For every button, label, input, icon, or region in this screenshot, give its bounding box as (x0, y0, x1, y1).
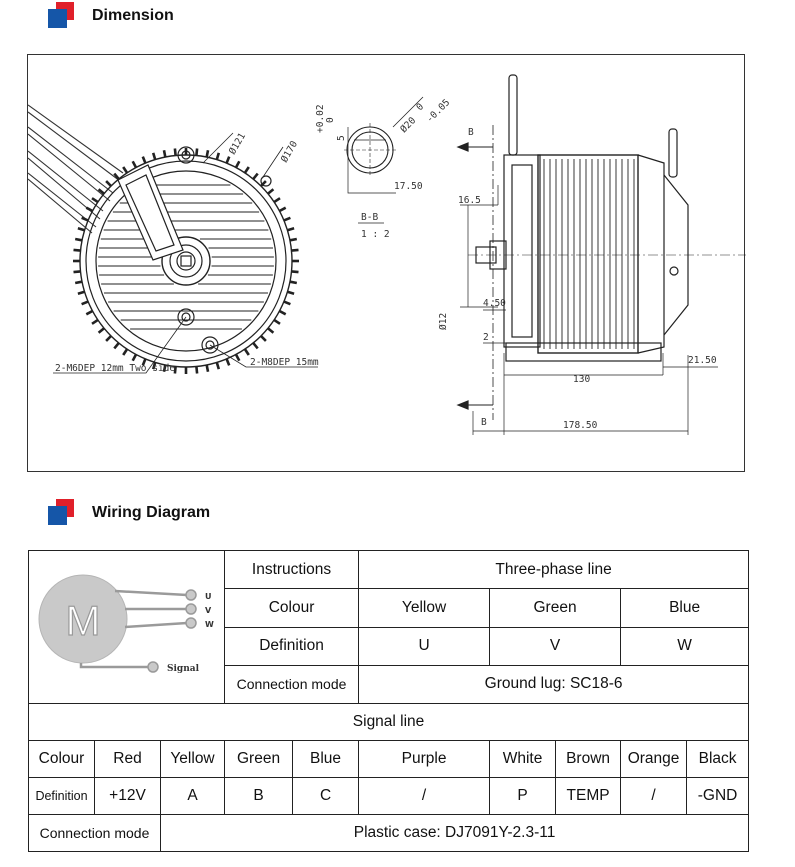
dim-16-5-label: 16.5 (458, 195, 481, 206)
section-marker-bottom: B (481, 417, 487, 428)
wiring-title: Wiring Diagram (92, 504, 211, 521)
diameter-121-label: Ø121 (227, 131, 248, 157)
diameter-170-label: Ø170 (279, 139, 300, 165)
signal-definition-row: Definition +12V A B C / P TEMP / -GND (28, 777, 750, 815)
section-b-b-label: B-B (361, 212, 378, 223)
dim-4-50-label: 4.50 (483, 298, 506, 309)
phase-colour-green: Green (489, 588, 622, 628)
key-width-label: 5 (336, 135, 347, 141)
phase-definition-v: V (489, 626, 622, 666)
dim-130-label: 130 (573, 374, 590, 385)
signal-definition-green: B (224, 777, 294, 815)
side-view (456, 74, 746, 435)
hole-m6-label: 2-M6DEP 12mm Two side (55, 363, 175, 374)
phase-colour-blue: Blue (620, 588, 750, 628)
colour-label: Colour (224, 588, 360, 628)
three-phase-connection-row: Connection mode Ground lug: SC18-6 (29, 664, 750, 705)
motor-letter: M (66, 597, 101, 644)
plastic-case-value: Plastic case: DJ7091Y-2.3-11 (159, 814, 750, 852)
flat-depth-label: 17.50 (394, 181, 423, 192)
tolerance-lower-label: 0 (325, 117, 336, 123)
phase-v-label: V (205, 606, 212, 615)
signal-colour-red: Red (94, 740, 161, 778)
signal-colour-green: Green (224, 740, 294, 778)
shaft-section-view (344, 96, 424, 224)
wiring-header: Wiring Diagram (48, 499, 210, 527)
signal-label: Signal (167, 664, 200, 674)
signal-definition-label: Definition (28, 777, 95, 815)
tolerance-upper-label: +0.02 (315, 104, 326, 133)
phase-u-label: U (205, 592, 212, 601)
motor-diagram: M U V W Signal (27, 550, 226, 704)
signal-definition-yellow: A (159, 777, 226, 815)
signal-colour-yellow: Yellow (159, 740, 226, 778)
definition-label: Definition (224, 626, 360, 666)
three-phase-colour-row: Colour Yellow Green Blue (29, 588, 750, 628)
dim-178-50-label: 178.50 (563, 420, 598, 431)
signal-definition-white: P (489, 777, 557, 815)
three-phase-definition-row: Definition U V W (29, 626, 750, 666)
signal-colour-black: Black (686, 740, 750, 778)
signal-colour-row: Colour Red Yellow Green Blue Purple Whit… (28, 740, 750, 778)
signal-colour-blue: Blue (292, 740, 360, 778)
dim-2-label: 2 (483, 332, 489, 343)
dimension-header: Dimension (48, 2, 174, 30)
dim-21-50-label: 21.50 (688, 355, 717, 366)
signal-colour-orange: Orange (620, 740, 688, 778)
brand-squares-icon (48, 2, 76, 30)
signal-definition-red: +12V (94, 777, 161, 815)
three-phase-instructions-row: M U V W Signal Instructions Three-phase … (27, 549, 750, 704)
signal-definition-blue: C (292, 777, 360, 815)
shaft-tolerance-lower-label: -0.05 (424, 97, 452, 125)
shaft-tolerance-upper-label: 0 (414, 101, 426, 113)
brand-squares-icon (48, 499, 76, 527)
signal-connection-row: Connection mode Plastic case: DJ7091Y-2.… (28, 814, 750, 852)
hole-m8-label: 2-M8DEP 15mm (250, 357, 319, 368)
ground-lug-value: Ground lug: SC18-6 (358, 664, 750, 705)
signal-colour-label: Colour (28, 740, 95, 778)
signal-colour-white: White (489, 740, 557, 778)
connection-mode-label: Connection mode (224, 664, 360, 705)
signal-line-header: Signal line (27, 703, 750, 741)
section-marker-top: B (468, 127, 474, 138)
signal-definition-orange: / (620, 777, 688, 815)
phase-w-label: W (205, 620, 214, 629)
dimension-drawing: Ø121 Ø170 2-M6DEP 12mm Two side 2-M8DEP … (27, 54, 746, 472)
motor-cables-icon (28, 104, 124, 234)
dimension-title: Dimension (92, 7, 174, 24)
scale-label: 1 : 2 (361, 229, 390, 240)
dim-phi12-label: Ø12 (438, 313, 449, 330)
signal-definition-brown: TEMP (555, 777, 622, 815)
signal-definition-black: -GND (686, 777, 750, 815)
front-view (28, 104, 318, 374)
signal-connection-label: Connection mode (28, 814, 161, 852)
wiring-table: M U V W Signal Instructions Three-phase … (27, 549, 750, 852)
shaft-diameter-label: Ø20 (398, 115, 418, 135)
phase-definition-w: W (620, 626, 750, 666)
instructions-label: Instructions (224, 549, 360, 590)
instructions-value: Three-phase line (358, 549, 750, 590)
signal-line-header-row: Signal line (27, 703, 750, 741)
signal-definition-purple: / (358, 777, 491, 815)
phase-colour-yellow: Yellow (358, 588, 491, 628)
signal-colour-brown: Brown (555, 740, 622, 778)
signal-colour-purple: Purple (358, 740, 491, 778)
phase-definition-u: U (358, 626, 491, 666)
